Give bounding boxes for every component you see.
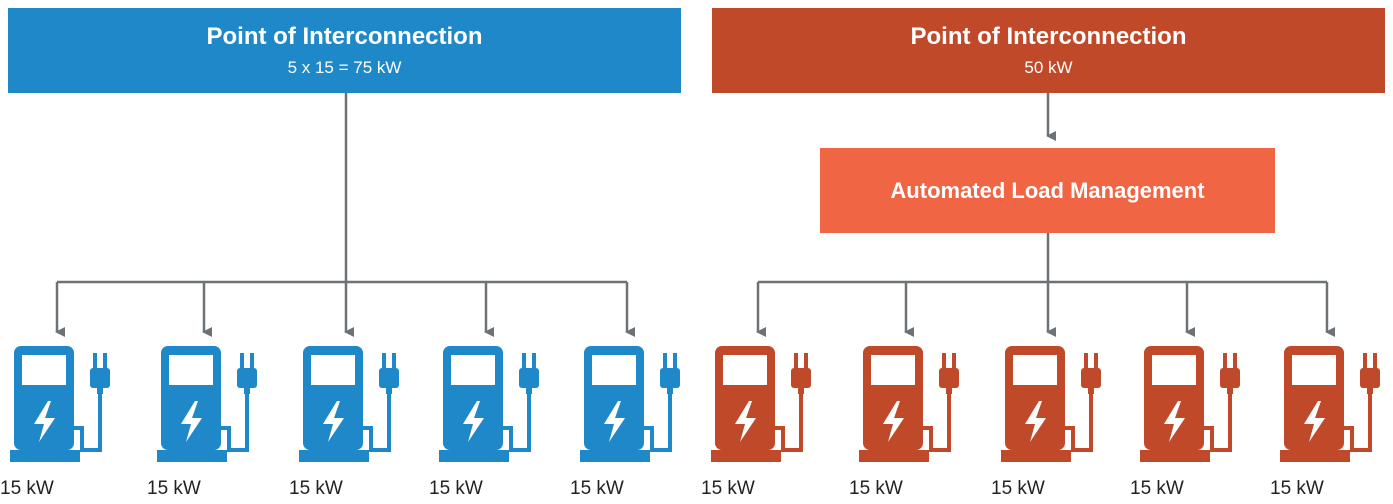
poi-right-title: Point of Interconnection [910,22,1187,50]
poi-left-capacity: 5 x 15 = 75 kW [287,57,402,77]
right-ev-charger-icon [711,346,811,466]
left-ev-charger-icon [299,346,399,466]
left-charger-power-label: 15 kW [570,478,624,499]
left-ev-charger-icon [157,346,257,466]
poi-right-capacity: 50 kW [1024,57,1073,77]
left-charger-power-label: 15 kW [289,478,343,499]
poi-left-box: Point of Interconnection 5 x 15 = 75 kW [8,8,681,93]
poi-left-title: Point of Interconnection [206,22,483,50]
left-ev-charger-icon [439,346,539,466]
left-charger-power-label: 15 kW [429,478,483,499]
right-charger-power-label: 15 kW [1130,478,1184,499]
left-ev-charger-icon [580,346,680,466]
left-charger-power-label: 15 kW [0,478,54,499]
right-charger-power-label: 15 kW [991,478,1045,499]
left-charger-power-label: 15 kW [147,478,201,499]
right-ev-charger-icon [1001,346,1101,466]
load-management-box: Automated Load Management [820,148,1275,233]
right-charger-power-label: 15 kW [701,478,755,499]
load-management-label: Automated Load Management [890,177,1205,203]
left-ev-charger-icon [10,346,110,466]
poi-right-box: Point of Interconnection 50 kW [712,8,1385,93]
right-charger-power-label: 15 kW [1270,478,1324,499]
right-ev-charger-icon [859,346,959,466]
right-ev-charger-icon [1280,346,1380,466]
right-charger-power-label: 15 kW [849,478,903,499]
right-ev-charger-icon [1140,346,1240,466]
